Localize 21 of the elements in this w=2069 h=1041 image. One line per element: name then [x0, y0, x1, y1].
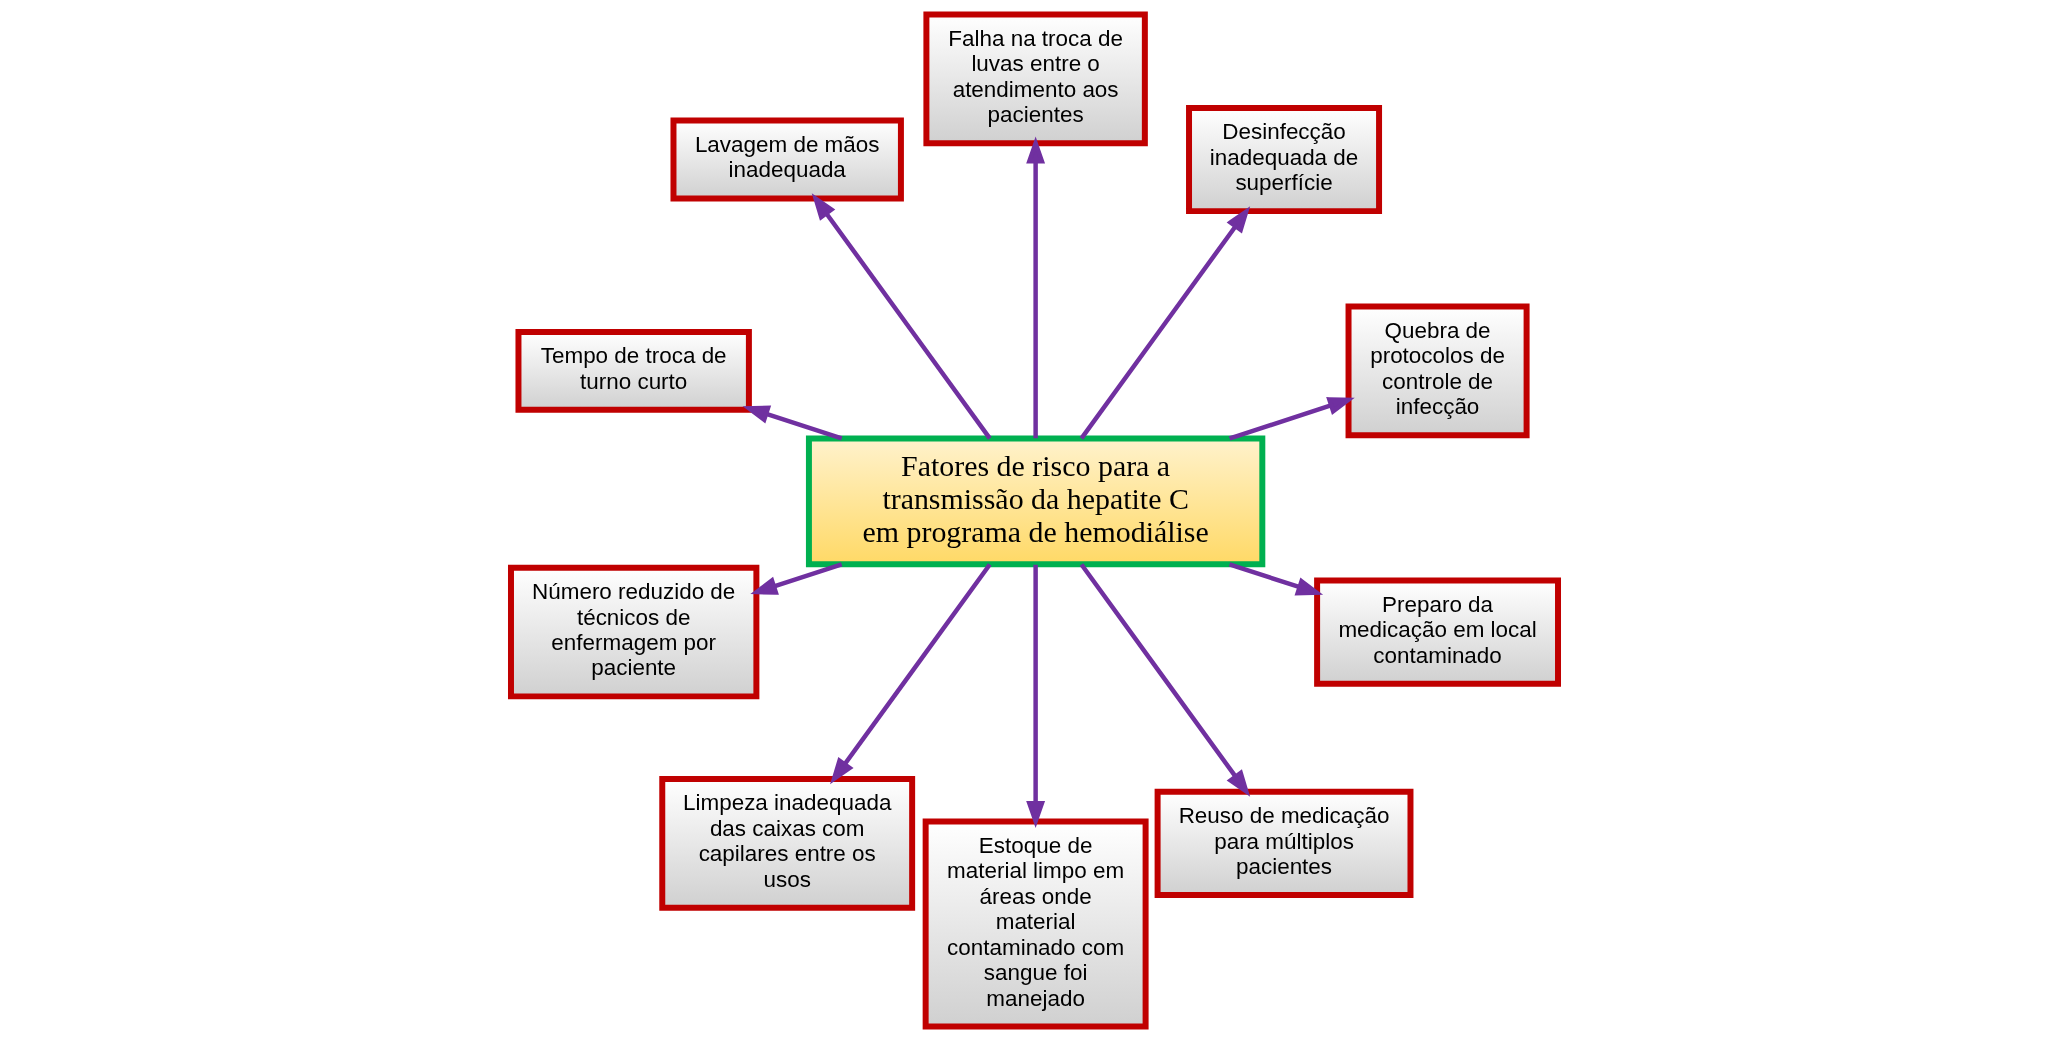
node-box: Reuso de medicação para múltiplos pacientes — [1154, 788, 1414, 898]
arrow — [1026, 564, 1046, 829]
arrow — [1079, 563, 1251, 797]
node-box: Preparo da medicação em local contaminado — [1314, 577, 1561, 687]
node-box: Tempo de troca de turno curto — [515, 328, 752, 413]
arrow — [1228, 562, 1324, 596]
arrow — [811, 193, 992, 440]
node-box: Número reduzido de técnicos de enfermagem por paciente — [508, 564, 760, 700]
node-box: Estoque de material limpo em áreas onde material contaminado com sangue foi manejado — [922, 818, 1149, 1030]
node-box: Limpeza inadequada das caixas com capilares entre os usos — [659, 776, 916, 911]
arrow — [1079, 206, 1251, 440]
arrow — [830, 563, 992, 785]
node-box: Quebra de protocolos de controle de infecção — [1345, 303, 1530, 439]
arrow — [750, 562, 843, 595]
arrow — [742, 405, 843, 441]
node-box: Desinfecção inadequada de superfície — [1186, 104, 1383, 215]
arrow — [1228, 397, 1355, 441]
node-box: Falha na troca de luvas entre o atendimento aos pacientes — [923, 11, 1148, 147]
node-box: Lavagem de mãos inadequada — [670, 117, 904, 202]
arrow — [1026, 136, 1046, 439]
node-box: Fatores de risco para a transmissão da hepatite C em programa de hemodiálise — [805, 435, 1266, 568]
